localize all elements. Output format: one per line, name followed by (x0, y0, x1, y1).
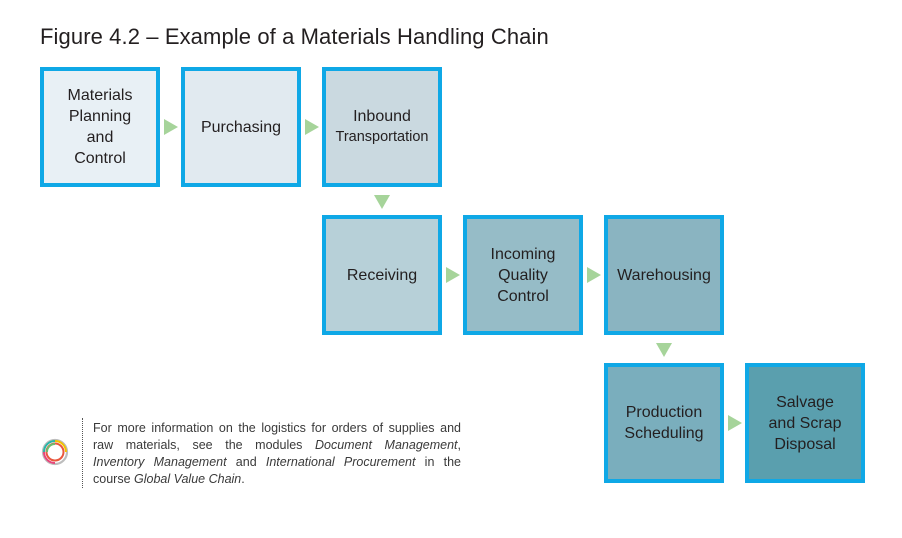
step-label-line: Transportation (335, 129, 429, 145)
note-text: For more information on the logistics fo… (93, 421, 461, 452)
module-reference: Global Value Chain (134, 472, 242, 486)
step-label-line: Quality (498, 266, 548, 284)
step-warehousing: Warehousing (604, 215, 724, 335)
info-note: For more information on the logistics fo… (93, 420, 461, 488)
step-label: Purchasing (201, 117, 281, 138)
step-label-line: Control (74, 150, 126, 167)
step-label-line: Receiving (346, 266, 418, 284)
step-label: Warehousing (617, 265, 711, 286)
circular-rings-logo-icon (41, 438, 69, 466)
step-label-line: Control (497, 287, 549, 305)
arrow-right-icon (164, 119, 178, 135)
step-label-line: Scheduling (624, 425, 704, 442)
step-label-line: Production (625, 404, 703, 421)
module-reference: Inventory Management (93, 455, 227, 469)
note-text: . (241, 472, 245, 486)
step-label: Receiving (347, 265, 417, 286)
step-label-line: Disposal (774, 435, 836, 453)
step-label-line: and Scrap (768, 414, 842, 432)
note-divider (82, 418, 83, 488)
step-label-line: Inbound (353, 108, 411, 125)
step-label-line: Salvage (776, 393, 834, 411)
step-receiving: Receiving (322, 215, 442, 335)
arrow-right-icon (728, 415, 742, 431)
arrow-right-icon (305, 119, 319, 135)
module-reference: Document Management (315, 438, 458, 452)
step-purchasing: Purchasing (181, 67, 301, 187)
arrow-right-icon (446, 267, 460, 283)
note-text: and (226, 455, 266, 469)
figure-title: Figure 4.2 – Example of a Materials Hand… (40, 24, 549, 49)
step-label-line: Materials (67, 87, 133, 104)
step-label-line: and (86, 129, 114, 146)
arrow-down-icon (374, 195, 390, 209)
note-text: in the course (93, 455, 461, 486)
arrow-right-icon (587, 267, 601, 283)
step-label-line: Warehousing (617, 266, 711, 284)
step-label-line: Planning (68, 108, 132, 125)
arrow-down-icon (656, 343, 672, 357)
step-label-line: Purchasing (200, 118, 282, 136)
module-reference: International Procurement (265, 455, 416, 469)
step-label-line: Incoming (490, 245, 556, 263)
note-text: , (457, 438, 461, 452)
